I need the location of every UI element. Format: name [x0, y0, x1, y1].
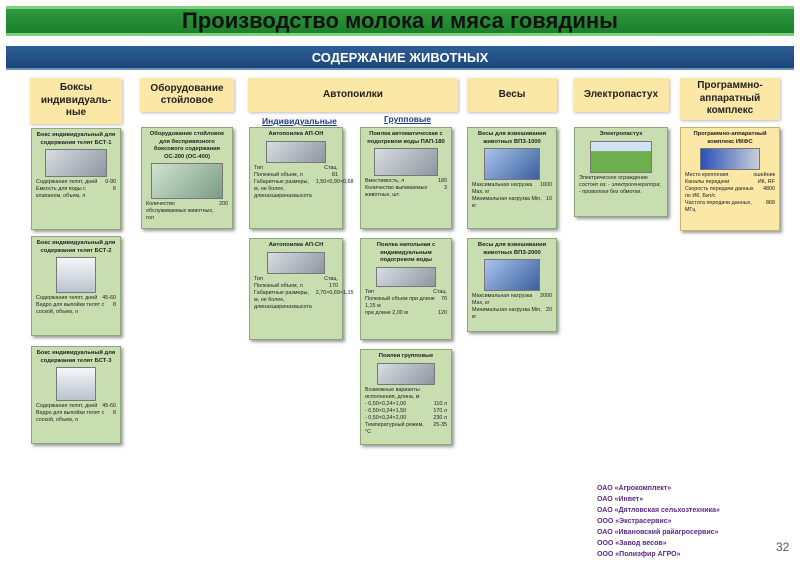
- subheader-group: Групповые: [384, 114, 431, 124]
- company-name: ООО «Экстрасервис»: [597, 518, 672, 525]
- main-title: Производство молока и мяса говядины: [6, 6, 794, 36]
- company-name: ООО «Полиэфир АГРО»: [597, 551, 681, 558]
- card-os200: Оборудование стойловое для беспривязного…: [141, 127, 233, 229]
- card-title: Весы для взвешивания животных ВПЗ-1000: [477, 131, 547, 145]
- header-boxes: Боксы индивидуаль-ные: [30, 78, 122, 124]
- card-title: Программно-аппаратный комплекс ИКФС: [693, 131, 767, 145]
- scale-image: [484, 259, 540, 292]
- card-title: Поилки групповые: [378, 353, 434, 359]
- device-image: [700, 148, 760, 171]
- card-title: Бокс индивидуальный для содержания телят…: [36, 240, 116, 254]
- subheader-individual: Индивидуальные: [262, 116, 337, 126]
- header-drinkers: Автопоилки: [248, 78, 458, 112]
- card-title: Автопоилка АП-СН: [268, 242, 324, 248]
- card-title: Бокс индивидуальный для содержания телят…: [36, 350, 116, 364]
- stall-image: [151, 163, 223, 200]
- card-floor-drinker: Поилка напольная с индивидуальным подогр…: [360, 238, 452, 340]
- company-name: ОАО «Инвет»: [597, 496, 644, 503]
- drinker-image: [267, 251, 325, 274]
- group-drinker-image: [377, 362, 435, 385]
- card-pap180: Поилка автоматическая с подогревом воды …: [360, 127, 452, 229]
- section-banner: СОДЕРЖАНИЕ ЖИВОТНЫХ: [6, 46, 794, 70]
- card-title: Весы для взвешивания животных ВПЗ-2000: [477, 242, 547, 256]
- card-electric-fence: Электропастух Электрическое ограждение с…: [574, 127, 668, 217]
- header-stall: Оборудование стойловое: [140, 78, 234, 112]
- header-fence: Электропастух: [573, 78, 669, 112]
- company-name: ОАО «Дятловская сельхозтехника»: [597, 507, 720, 514]
- card-title: Поилка напольная с индивидуальным подогр…: [376, 242, 436, 264]
- calf-box-image: [45, 149, 107, 178]
- card-bst3: Бокс индивидуальный для содержания телят…: [31, 346, 121, 444]
- heated-drinker-image: [374, 148, 438, 177]
- company-name: ОАО «Агрокомплект»: [597, 485, 672, 492]
- card-title: Электропастух: [599, 131, 643, 137]
- company-name: ОАО «Ивановский райагросервис»: [597, 529, 719, 536]
- calf-hutch-image: [56, 257, 96, 294]
- floor-drinker-image: [376, 266, 436, 287]
- company-name: ООО «Завод весов»: [597, 540, 667, 547]
- header-software: Программно-аппаратный комплекс: [680, 78, 780, 120]
- card-vpz1000: Весы для взвешивания животных ВПЗ-1000 М…: [467, 127, 557, 229]
- card-bst2: Бокс индивидуальный для содержания телят…: [31, 236, 121, 336]
- card-group-drinkers: Поилки групповые Возможные варианты испо…: [360, 349, 452, 445]
- card-bst1: Бокс индивидуальный для содержания телят…: [31, 128, 121, 230]
- header-scales: Весы: [467, 78, 557, 112]
- scale-image: [484, 148, 540, 181]
- calf-hutch-image: [56, 367, 96, 402]
- page-number: 32: [776, 540, 790, 554]
- pasture-image: [590, 140, 652, 173]
- card-title: Поилка автоматическая с подогревом воды …: [367, 131, 445, 145]
- card-title: Автопоилка АП-ОН: [268, 131, 324, 137]
- card-title: Бокс индивидуальный для содержания телят…: [36, 132, 116, 146]
- card-title: Оборудование стойловое для беспривязного…: [149, 131, 225, 160]
- drinker-image: [266, 140, 326, 163]
- card-ikfs: Программно-аппаратный комплекс ИКФС Мест…: [680, 127, 780, 231]
- card-vpz2000: Весы для взвешивания животных ВПЗ-2000 М…: [467, 238, 557, 332]
